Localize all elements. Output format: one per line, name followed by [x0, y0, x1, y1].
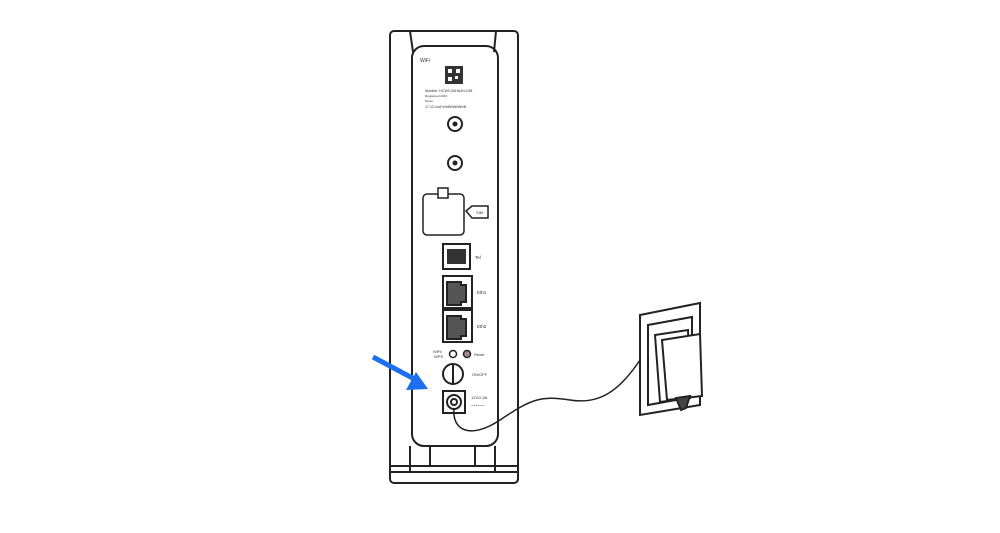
power-switch [442, 363, 464, 385]
coax-connector-2 [447, 155, 463, 171]
wps-label-2: WPS [434, 354, 443, 359]
dc-symbol: ⚋⚋⚋ [471, 402, 485, 408]
sim-label: SIM [476, 210, 483, 215]
power-input-label: 12V/2.5A [471, 395, 488, 400]
wps-button [448, 349, 458, 359]
power-switch-label: ON/OFF [472, 372, 488, 377]
tel-label: Tel [475, 255, 481, 260]
sim-slot [422, 187, 489, 236]
eth1-label: Eth1 [477, 290, 487, 295]
eth2-port [442, 309, 473, 343]
sticker-line-4: 17-12-xxxFxxNNNNNNNN [425, 105, 467, 109]
eth1-port [442, 275, 473, 309]
top-label: WiFi [420, 58, 430, 64]
eth2-label: Eth2 [477, 324, 487, 329]
coax-connector-1 [447, 116, 463, 132]
reset-label: Reset [474, 352, 485, 357]
arrow-pointer-icon [371, 354, 428, 390]
wps-label-1: WiFi/ [433, 349, 443, 354]
power-adapter [653, 328, 704, 412]
tel-port [442, 243, 471, 270]
sticker-line-3: Name [425, 99, 433, 103]
sticker-line-2: Registered 2019 [425, 94, 447, 98]
power-cable [453, 359, 641, 432]
qr-code [445, 66, 463, 84]
sticker-line-1: Number: HCW3 SAHA4N-C68 [425, 89, 472, 93]
modem-body [389, 30, 519, 484]
reset-button [462, 349, 472, 359]
